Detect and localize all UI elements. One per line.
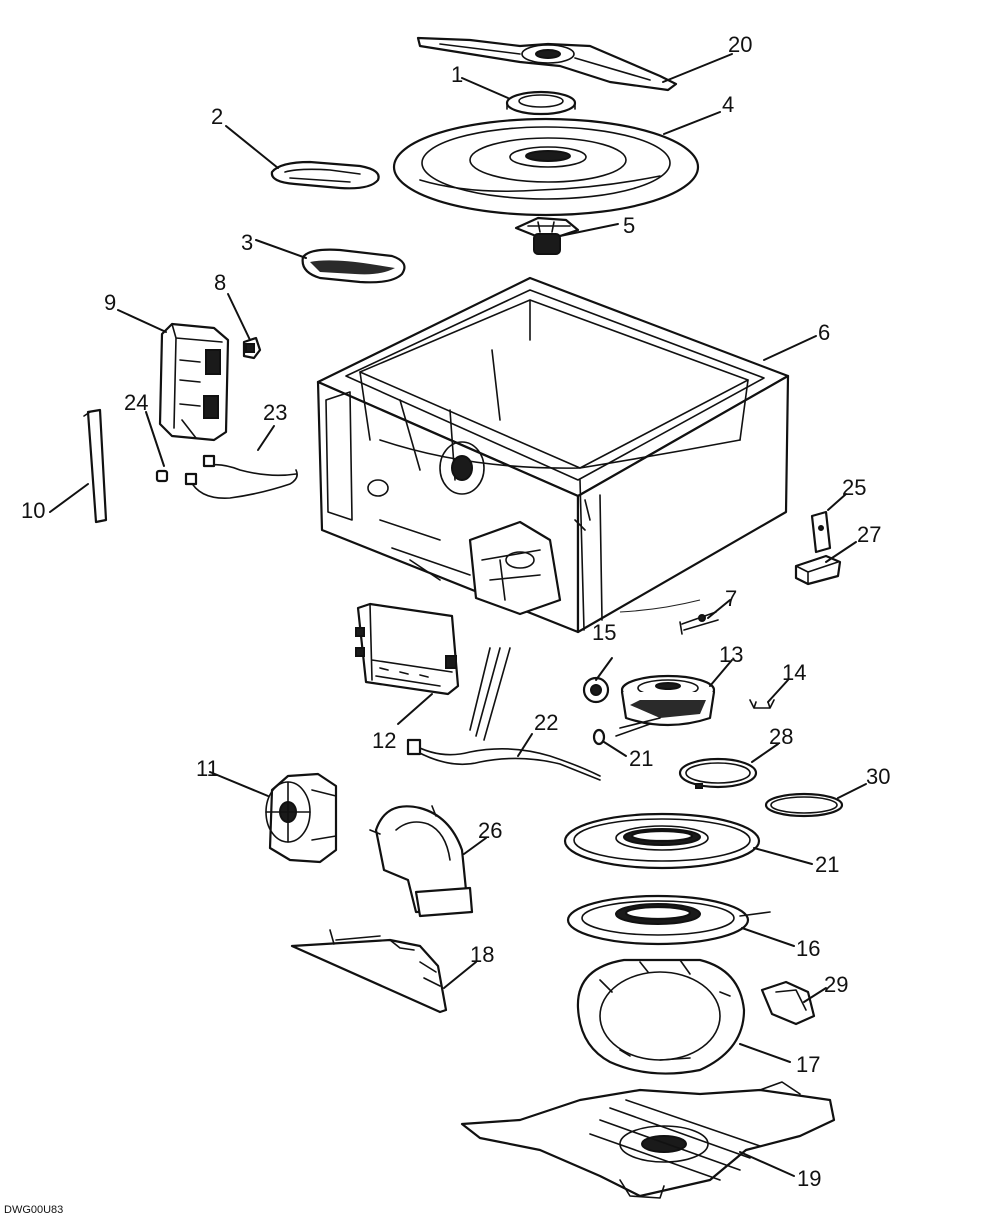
callout-14: 14: [782, 660, 806, 685]
callout-29: 29: [824, 972, 848, 997]
callout-5: 5: [623, 213, 635, 238]
hinge-rod: [83, 408, 108, 524]
callout-11: 11: [196, 756, 219, 781]
callout-30: 30: [866, 764, 890, 789]
callout-15: 15: [592, 620, 616, 645]
sensor: [582, 676, 610, 704]
callout-23: 23: [263, 400, 287, 425]
cable: [184, 454, 298, 499]
small-connector: [242, 336, 262, 360]
callout-24: 24: [124, 390, 148, 415]
sump-cover-plate: [392, 117, 700, 217]
callout-1: 1: [451, 62, 463, 87]
callout-25: 25: [842, 475, 866, 500]
sump-gasket: [563, 812, 761, 870]
wire-harness: [406, 647, 601, 781]
heater-motor: [615, 674, 716, 737]
spray-arm-bearing: [505, 90, 577, 116]
callout-6: 6: [818, 320, 830, 345]
callout-28: 28: [769, 724, 793, 749]
o-ring: [764, 792, 844, 818]
callout-9: 9: [104, 290, 116, 315]
callout-10: 10: [21, 498, 45, 523]
callout-3: 3: [241, 230, 253, 255]
motor-bracket: [369, 805, 474, 918]
o-ring-small: [592, 728, 606, 746]
impeller-hub: [514, 216, 580, 255]
control-module: [158, 322, 230, 442]
callout-21-large: 21: [815, 852, 839, 877]
callout-18: 18: [470, 942, 494, 967]
drain-pump: [265, 772, 338, 864]
callout-27: 27: [857, 522, 881, 547]
callout-16: 16: [796, 936, 820, 961]
callout-22: 22: [534, 710, 558, 735]
callout-21-small: 21: [629, 746, 653, 771]
mount-block: [794, 554, 842, 586]
callout-13: 13: [719, 642, 743, 667]
callout-7: 7: [725, 586, 737, 611]
seal-ring: [678, 757, 758, 789]
bracket: [810, 510, 832, 554]
callout-20: 20: [728, 32, 752, 57]
callout-17: 17: [796, 1052, 820, 1077]
heat-shield: [290, 929, 448, 1014]
leader-lines: [49, 53, 867, 1177]
grommet: [155, 469, 169, 483]
sump-housing: [566, 894, 771, 946]
drawing-code: DWG00U83: [4, 1204, 63, 1215]
filter-gasket: [301, 248, 406, 284]
callout-4: 4: [722, 92, 734, 117]
callout-8: 8: [214, 270, 226, 295]
filter-cover: [270, 160, 380, 190]
callout-19: 19: [797, 1166, 821, 1191]
base-pan: [460, 1081, 836, 1199]
callout-12: 12: [372, 728, 396, 753]
circuit-board: [355, 602, 460, 696]
hose-clamp: [679, 611, 719, 635]
tub: [316, 276, 790, 634]
callout-2: 2: [211, 104, 223, 129]
clip: [749, 699, 775, 709]
duct: [760, 980, 816, 1026]
callout-26: 26: [478, 818, 502, 843]
spray-arm-upper: [416, 36, 678, 92]
base-ring: [576, 958, 746, 1075]
